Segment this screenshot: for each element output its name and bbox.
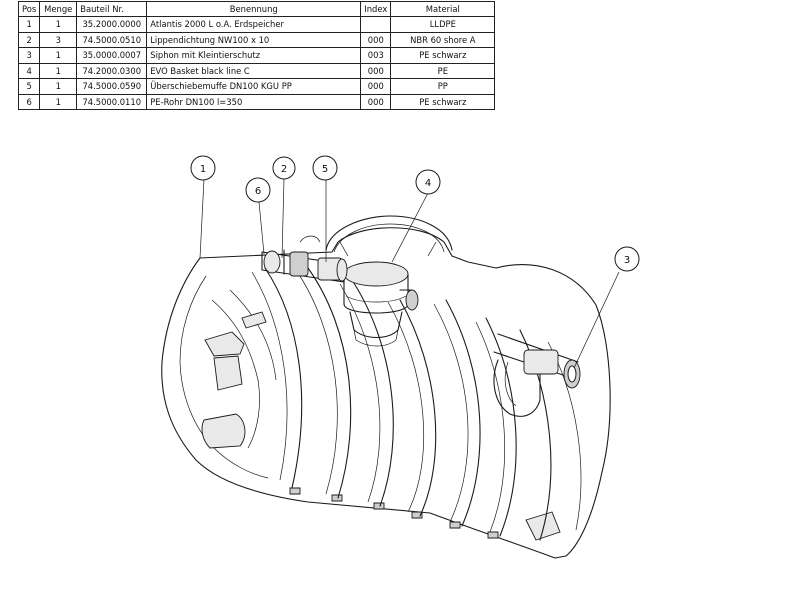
header-pos: Pos	[17, 1, 41, 17]
balloon-label: 1	[200, 164, 206, 175]
balloon-label: 2	[281, 164, 287, 175]
inlet-pipe-assembly	[261, 235, 348, 283]
balloon-callout: 2	[272, 156, 296, 180]
balloon-callout: 3	[614, 246, 640, 272]
cell-pos: 2	[17, 31, 41, 48]
table-row: 3 1 35.0000.0007 Siphon mit Kleintiersch…	[17, 47, 496, 64]
balloon-callout: 5	[312, 155, 338, 181]
header-menge: Menge	[39, 1, 78, 17]
tank-dome	[325, 215, 453, 257]
header-benennung: Benennung	[146, 1, 362, 17]
table-row: 5 1 74.5000.0590 Überschiebemuffe DN100 …	[17, 78, 496, 95]
header-index: Index	[360, 1, 392, 17]
balloon-callout: 4	[415, 169, 441, 195]
siphon	[493, 333, 581, 417]
balloon-callout: 1	[190, 155, 216, 181]
leader-lines	[199, 178, 620, 369]
balloon-callout: 6	[245, 177, 271, 203]
table-row: 6 1 74.5000.0110 PE-Rohr DN100 l=350 000…	[17, 93, 496, 110]
cell-material: PE schwarz	[390, 93, 496, 110]
cell-pos: 6	[17, 93, 41, 110]
filter-basket	[343, 261, 419, 347]
table-header-row: Pos Menge Bauteil Nr. Benennung Index Ma…	[17, 1, 496, 17]
table-row: 1 1 35.2000.0000 Atlantis 2000 L o.A. Er…	[17, 16, 496, 33]
tank-body	[161, 227, 611, 559]
balloon-label: 4	[425, 178, 431, 189]
parts-list-table: Pos Menge Bauteil Nr. Benennung Index Ma…	[17, 1, 496, 110]
balloon-label: 3	[624, 255, 630, 266]
header-material: Material	[390, 1, 496, 17]
balloon-label: 6	[255, 186, 261, 197]
table-row: 4 1 74.2000.0300 EVO Basket black line C…	[17, 62, 496, 79]
tank-ribs	[251, 267, 582, 541]
cell-index: 000	[360, 93, 392, 110]
header-bauteil: Bauteil Nr.	[76, 1, 148, 17]
cell-benennung: PE-Rohr DN100 l=350	[146, 93, 362, 110]
balloon-label: 5	[322, 164, 328, 175]
cell-pos: 1	[17, 16, 41, 33]
